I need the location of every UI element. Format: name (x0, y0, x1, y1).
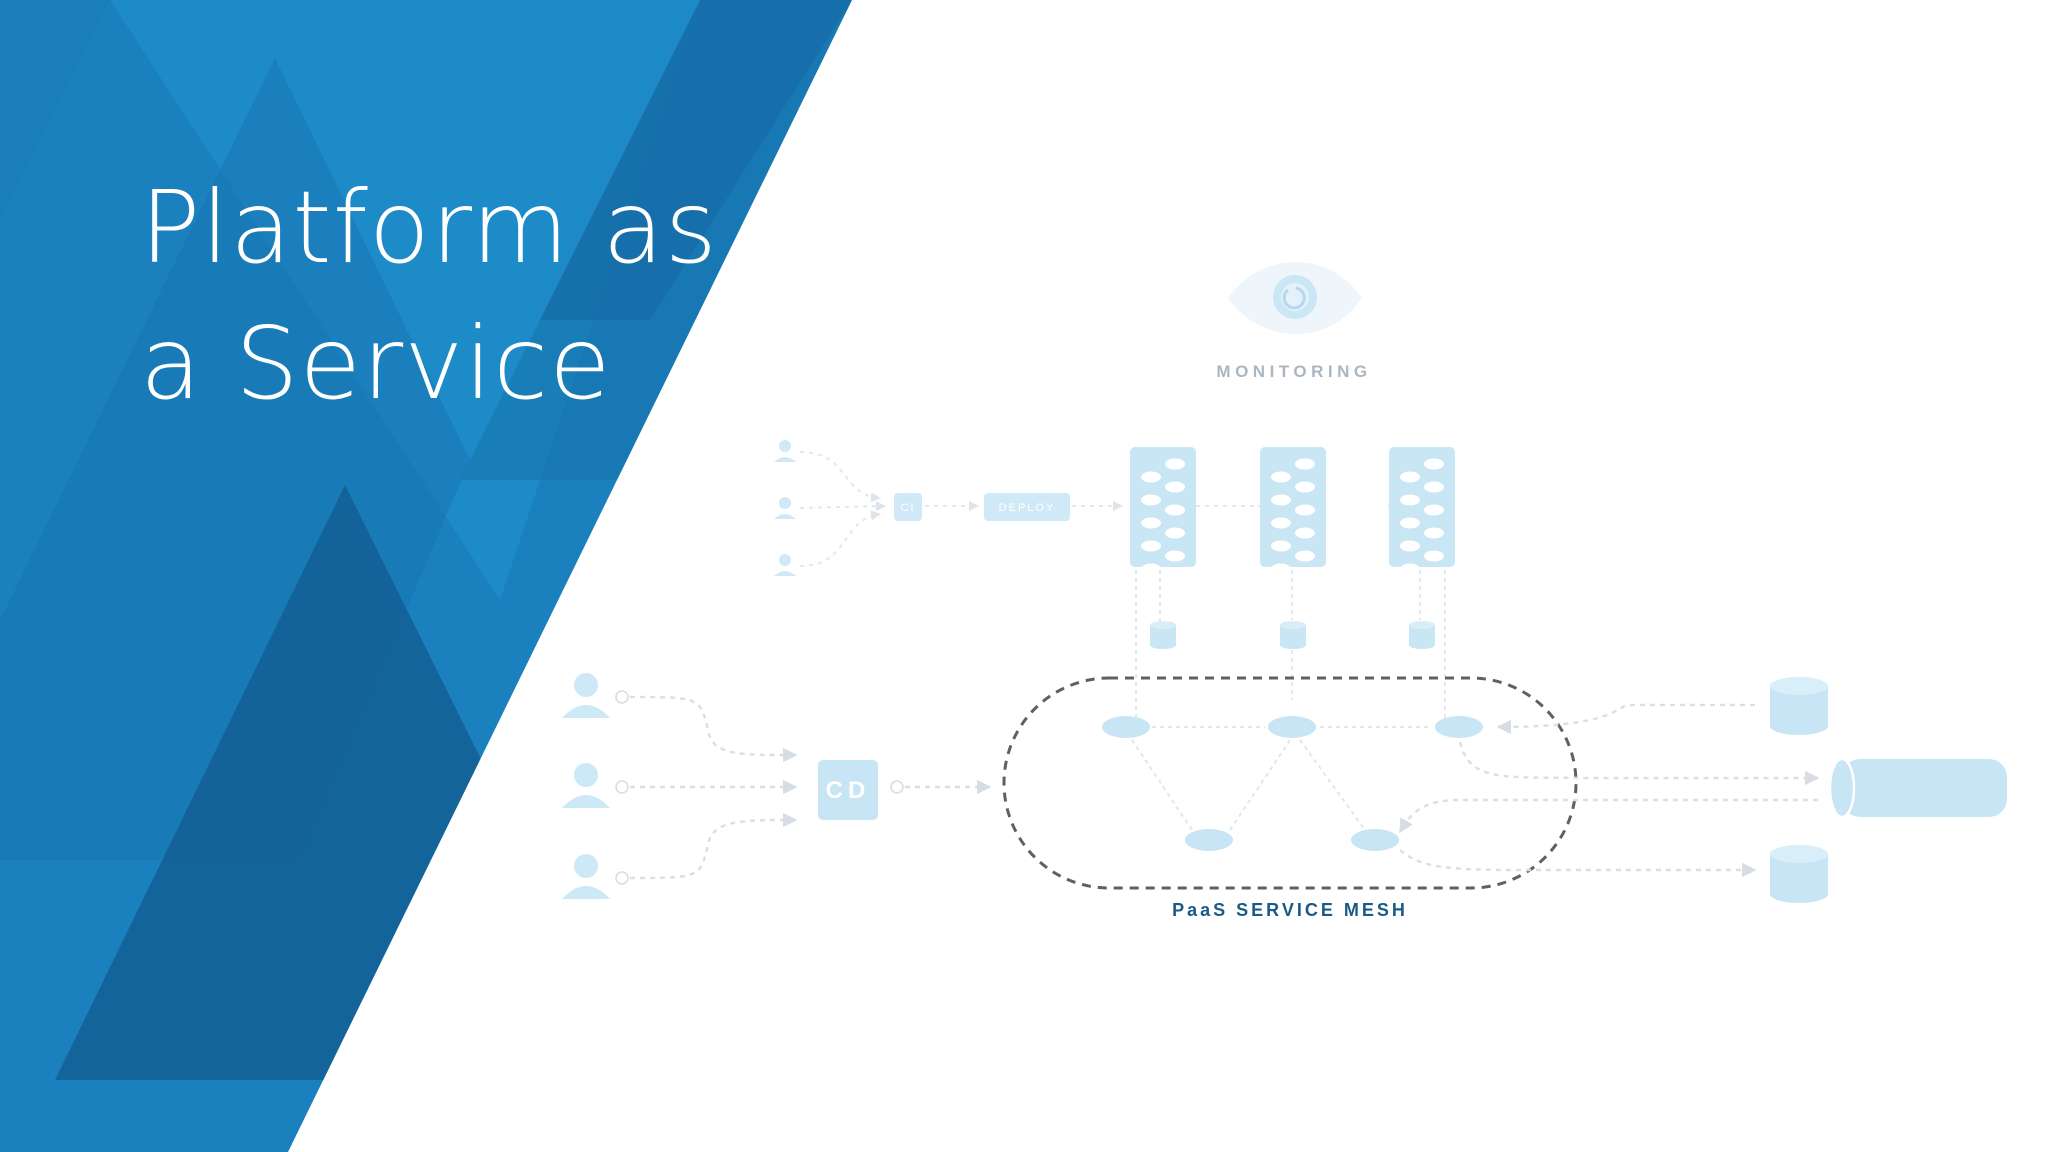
title-line-2: a Service (140, 305, 612, 422)
mesh-node (1185, 829, 1233, 851)
user-icon (562, 854, 610, 899)
database-icon (1280, 621, 1306, 649)
developer-icons (774, 440, 796, 576)
deploy-label: DEPLOY (999, 502, 1056, 514)
database-icon (1409, 621, 1435, 649)
mesh-node (1102, 716, 1150, 738)
user-icon (774, 554, 796, 576)
deploy-node (984, 493, 1070, 521)
title-line-1: Platform as (140, 169, 718, 286)
server-rack-icon (1389, 447, 1455, 575)
database-icon (1150, 621, 1176, 649)
server-rack-icon (1260, 447, 1326, 575)
storage-pipe-icon (1828, 757, 2007, 819)
database-icon (1770, 845, 1828, 903)
user-icon (774, 497, 796, 519)
user-icon (562, 763, 610, 808)
mesh-node (1435, 716, 1483, 738)
pipeline-diagram: CI DEPLOY (774, 440, 1455, 649)
user-icon (562, 673, 610, 718)
slide-title: Platform as a Service (140, 160, 718, 432)
ci-label: CI (901, 502, 916, 514)
database-icon (1770, 677, 1828, 735)
user-icon (774, 440, 796, 462)
consumer-icons (562, 673, 610, 899)
server-rack-icon (1130, 447, 1196, 575)
mesh-node (1351, 829, 1399, 851)
server-racks (1130, 447, 1455, 575)
ci-node (894, 493, 922, 521)
delivery-diagram: CD PaaS SERVICE MESH (562, 570, 2007, 920)
mesh-node (1268, 716, 1316, 738)
service-mesh-boundary (1002, 676, 1578, 890)
cd-node (818, 760, 878, 820)
mesh-nodes (1102, 716, 1483, 851)
mesh-label: PaaS SERVICE MESH (1172, 900, 1408, 920)
monitoring: MONITORING (1216, 262, 1371, 381)
monitoring-label: MONITORING (1216, 362, 1371, 381)
cd-label: CD (826, 777, 871, 804)
refresh-icon (1282, 286, 1306, 310)
server-db-icons (1150, 621, 1435, 649)
